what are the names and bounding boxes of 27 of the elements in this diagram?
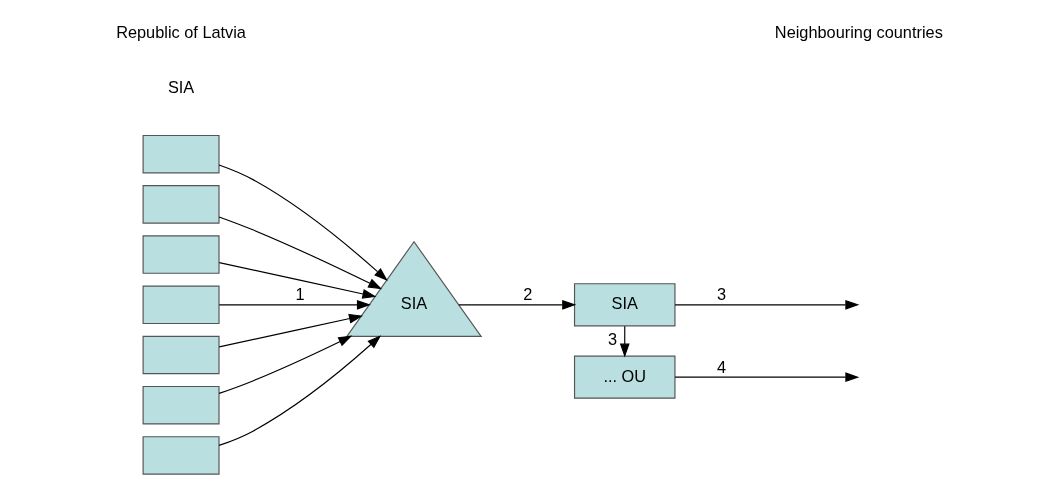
node-box <box>142 235 220 274</box>
node-box <box>142 285 220 325</box>
arrow <box>673 299 859 310</box>
node-box: ... OU <box>573 355 676 399</box>
node-box <box>142 385 220 425</box>
node-box: SIA <box>573 283 676 327</box>
arrow <box>218 262 376 299</box>
arrow <box>218 335 352 394</box>
edge-label: 2 <box>522 285 532 304</box>
label: Neighbouring countries <box>774 23 943 42</box>
edge-label: 4 <box>716 357 726 376</box>
arrow <box>218 164 388 281</box>
arrow <box>218 313 363 348</box>
arrow <box>673 372 859 383</box>
arrow <box>457 299 576 310</box>
label: SIA <box>167 78 194 97</box>
node-box <box>142 185 220 224</box>
edge-label: 3 <box>716 285 726 304</box>
edge-label: 1 <box>295 285 305 304</box>
node-box <box>142 436 220 475</box>
arrow <box>218 216 382 290</box>
arrow <box>218 335 381 446</box>
edge-label: 3 <box>607 330 617 349</box>
node-box <box>142 335 220 375</box>
node-box <box>142 134 220 174</box>
arrow <box>218 299 371 310</box>
label: Republic of Latvia <box>115 23 246 42</box>
